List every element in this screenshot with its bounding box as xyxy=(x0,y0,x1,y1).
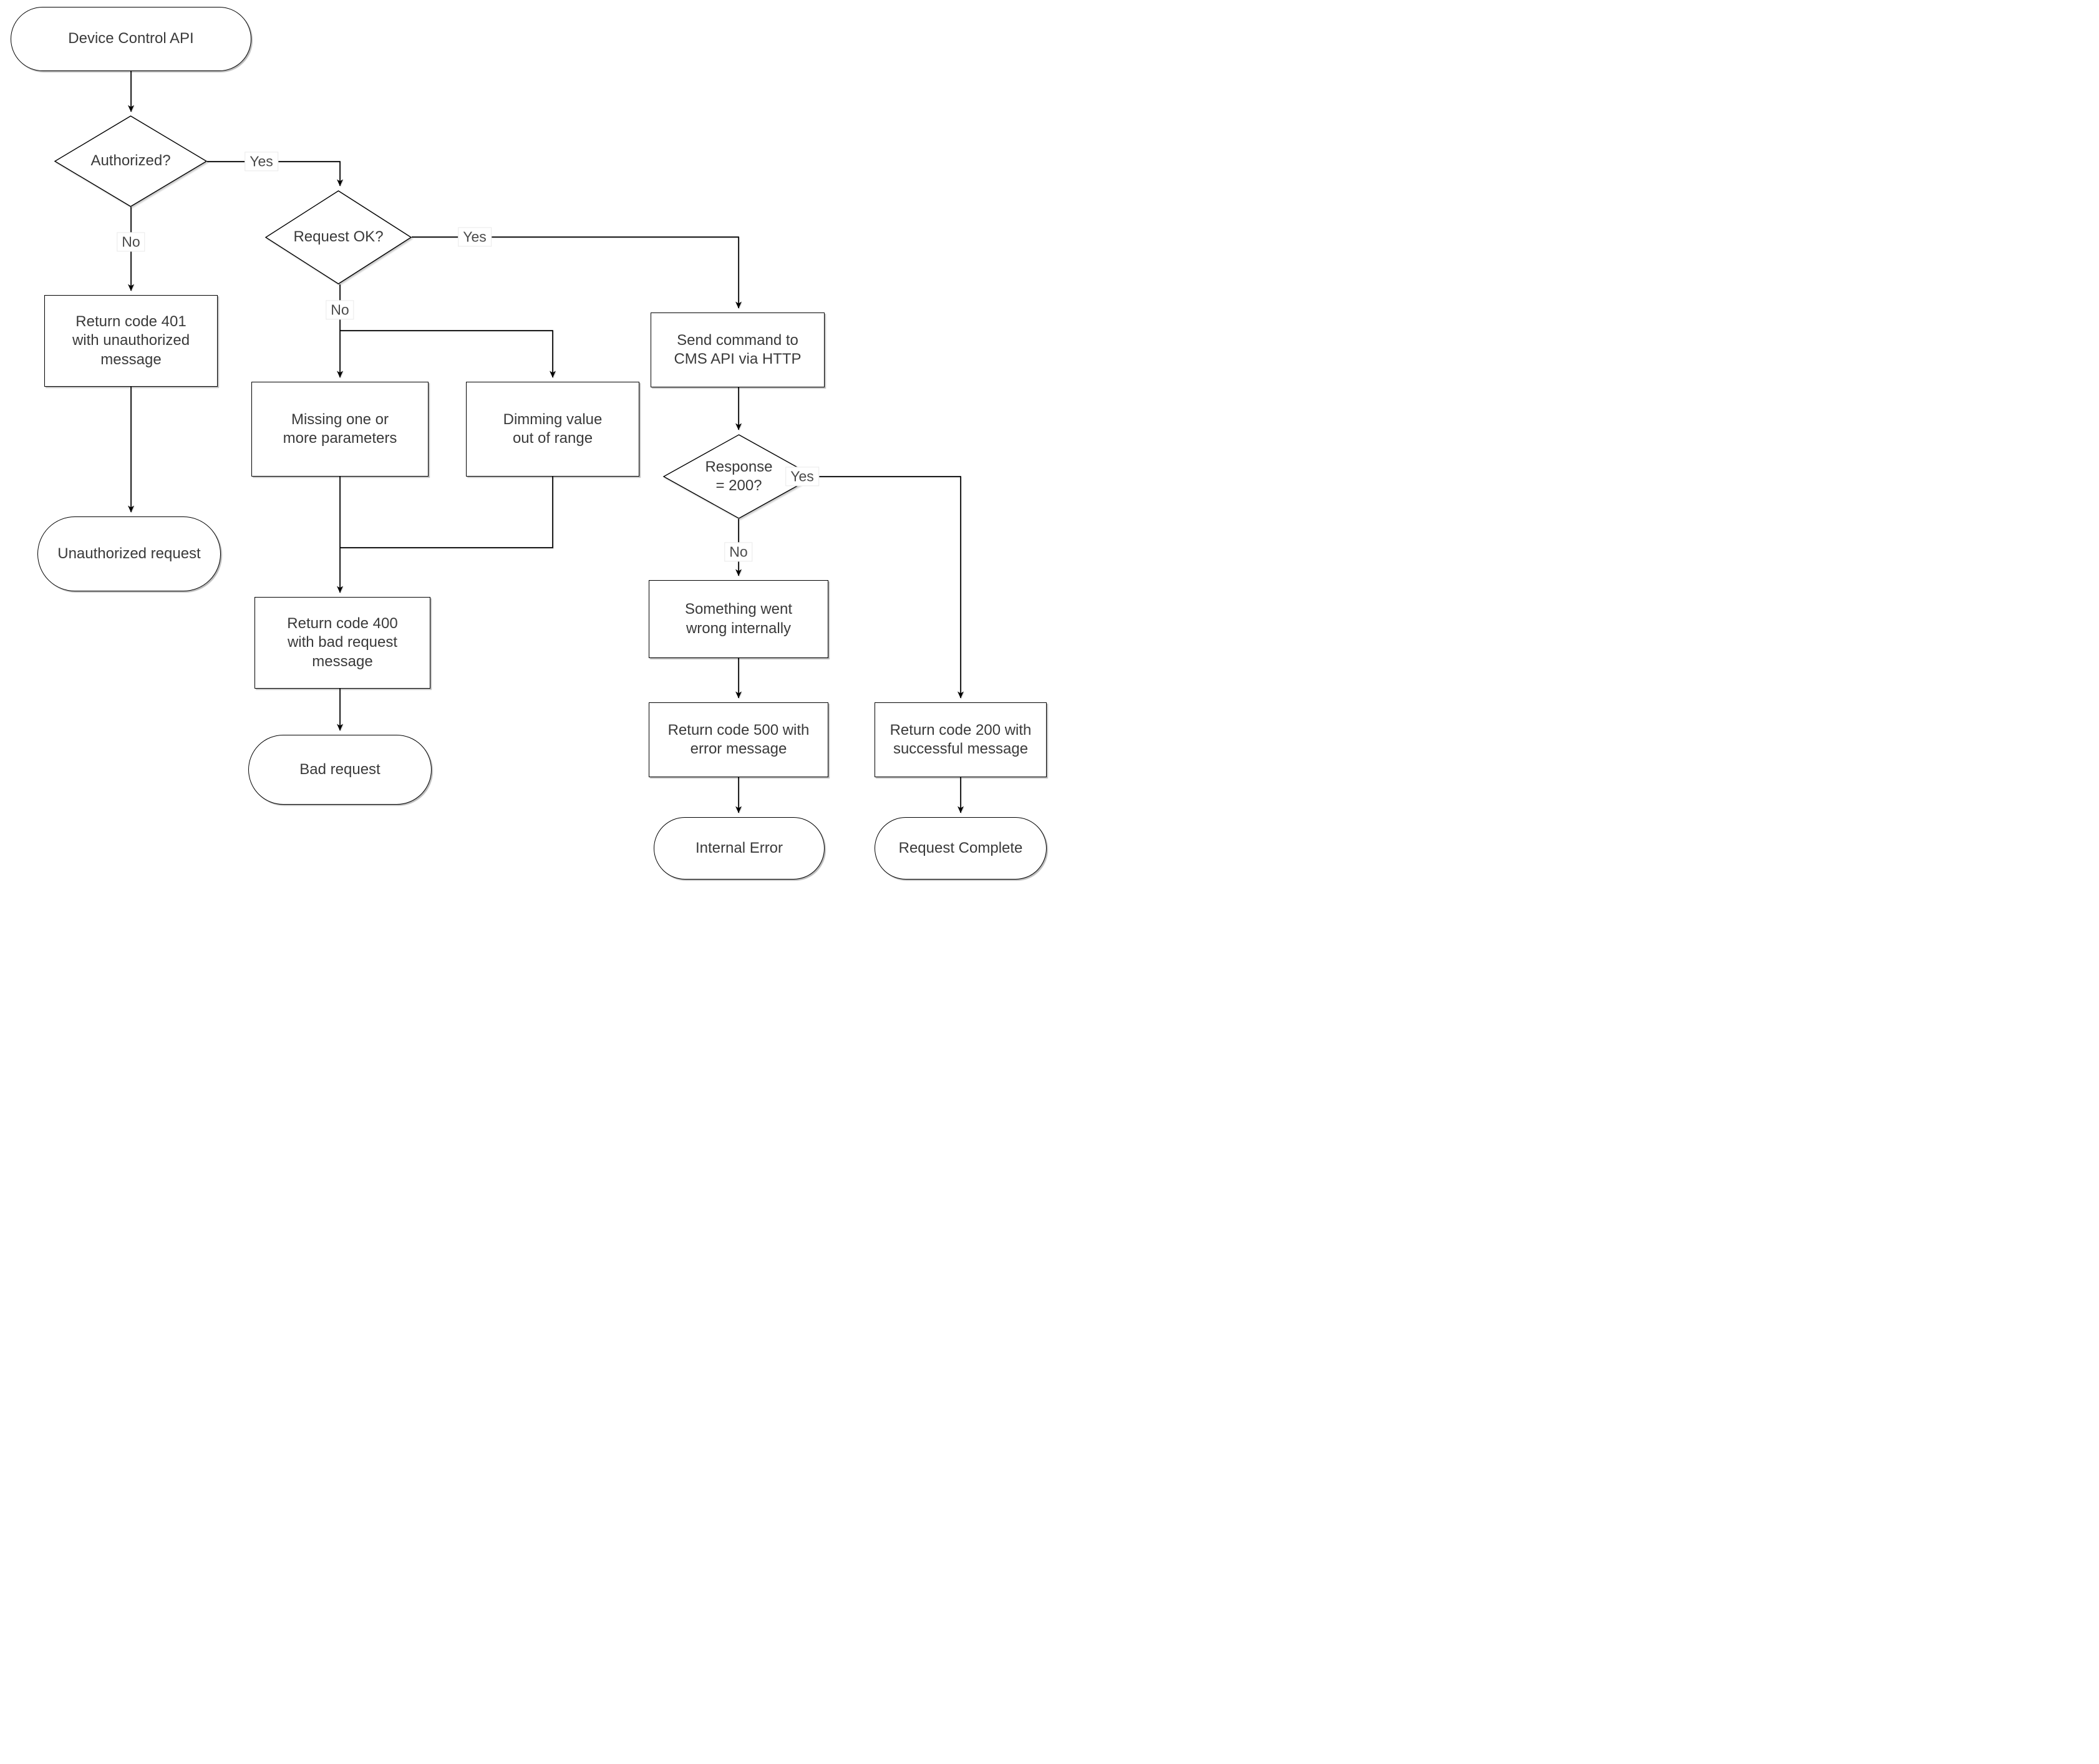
edge-label-authorized-yes: Yes xyxy=(245,152,278,172)
node-request-complete-label: Request Complete xyxy=(898,839,1023,856)
node-went-wrong: Something went wrong internally xyxy=(649,580,828,658)
node-bad-request-terminal: Bad request xyxy=(248,735,432,805)
response-200-diamond-shape xyxy=(663,434,815,519)
node-dimming-range-label: Dimming value out of range xyxy=(503,410,603,447)
node-return-400-label: Return code 400 with bad request message xyxy=(287,615,398,670)
edge-label-requestok-yes: Yes xyxy=(458,227,492,247)
edge-requestok-yes-sendcommand xyxy=(412,236,742,309)
node-unauthorized-label: Unauthorized request xyxy=(57,545,201,562)
node-start-label: Device Control API xyxy=(68,30,194,47)
node-missing-parameters: Missing one or more parameters xyxy=(251,382,429,477)
node-internal-error-terminal: Internal Error xyxy=(654,817,825,880)
node-response-200-decision: Response = 200? xyxy=(663,434,815,519)
node-unauthorized-terminal: Unauthorized request xyxy=(37,516,221,591)
node-return-500-label: Return code 500 with error message xyxy=(667,721,810,757)
node-request-ok-label: Request OK? xyxy=(293,228,384,246)
node-authorized-decision: Authorized? xyxy=(54,115,207,207)
node-return-400: Return code 400 with bad request message xyxy=(254,597,430,689)
node-return-500: Return code 500 with error message xyxy=(649,702,828,777)
edge-label-authorized-no: No xyxy=(117,232,145,252)
node-send-command-label: Send command to CMS API via HTTP xyxy=(674,331,802,367)
node-request-ok-decision: Request OK? xyxy=(265,190,412,284)
node-missing-parameters-label: Missing one or more parameters xyxy=(283,410,397,447)
edge-label-requestok-no: No xyxy=(326,300,354,320)
node-return-200: Return code 200 with successful message xyxy=(875,702,1047,777)
node-return-401-label: Return code 401 with unauthorized messag… xyxy=(72,313,190,368)
node-return-200-label: Return code 200 with successful message xyxy=(890,721,1032,757)
edge-response-yes-return200 xyxy=(815,476,964,699)
node-response-200-label: Response = 200? xyxy=(705,458,773,494)
node-internal-error-label: Internal Error xyxy=(695,839,783,856)
node-request-complete-terminal: Request Complete xyxy=(875,817,1047,880)
flowchart-canvas: Device Control API Authorized? Return co… xyxy=(0,0,1050,882)
node-went-wrong-label: Something went wrong internally xyxy=(684,601,793,637)
request-ok-diamond-shape xyxy=(265,190,412,284)
node-authorized-label: Authorized? xyxy=(90,152,171,170)
edge-requestok-no-dimming xyxy=(340,330,556,378)
edge-label-response-yes: Yes xyxy=(785,467,819,487)
node-start-terminal: Device Control API xyxy=(11,7,251,71)
node-send-command: Send command to CMS API via HTTP xyxy=(651,313,825,387)
edge-label-response-no: No xyxy=(724,542,753,562)
node-dimming-range: Dimming value out of range xyxy=(466,382,639,477)
node-return-401: Return code 401 with unauthorized messag… xyxy=(44,295,218,387)
edge-dimming-merge xyxy=(340,477,553,548)
node-bad-request-label: Bad request xyxy=(299,760,381,778)
authorized-diamond-shape xyxy=(54,115,207,207)
